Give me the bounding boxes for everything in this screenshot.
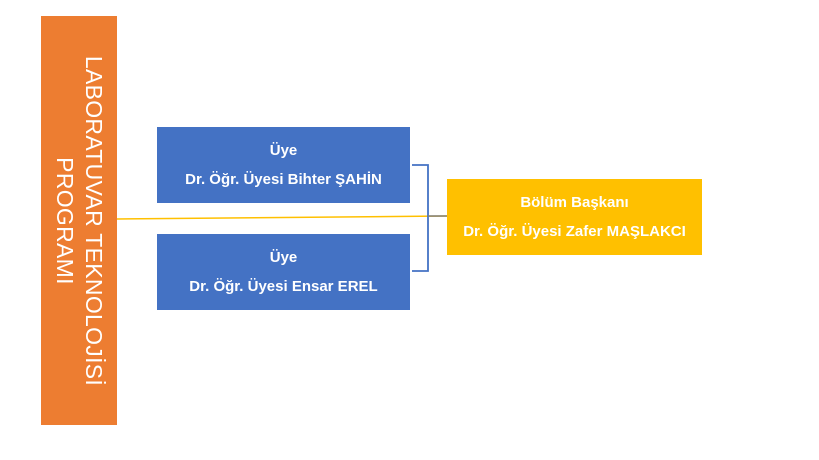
member-2-role: Üye — [269, 249, 298, 266]
program-title-line-1: LABORATUVAR TEKNOLOJİSİ — [81, 55, 107, 386]
members-bracket-connector — [412, 164, 429, 272]
program-banner: LABORATUVAR TEKNOLOJİSİ PROGRAMI — [41, 16, 117, 425]
head-name: Dr. Öğr. Üyesi Zafer MAŞLAKCI — [463, 223, 686, 240]
head-role: Bölüm Başkanı — [520, 194, 629, 211]
member-1-role: Üye — [269, 142, 298, 159]
program-title-line-2: PROGRAMI — [52, 156, 78, 285]
member-box-1: Üye Dr. Öğr. Üyesi Bihter ŞAHİN — [157, 127, 410, 203]
member-1-name: Dr. Öğr. Üyesi Bihter ŞAHİN — [185, 171, 382, 188]
member-2-name: Dr. Öğr. Üyesi Ensar EREL — [189, 278, 378, 295]
member-box-2: Üye Dr. Öğr. Üyesi Ensar EREL — [157, 234, 410, 310]
department-head-box: Bölüm Başkanı Dr. Öğr. Üyesi Zafer MAŞLA… — [447, 179, 702, 255]
banner-to-head-connector — [116, 215, 448, 220]
program-title: LABORATUVAR TEKNOLOJİSİ PROGRAMI — [50, 16, 108, 425]
